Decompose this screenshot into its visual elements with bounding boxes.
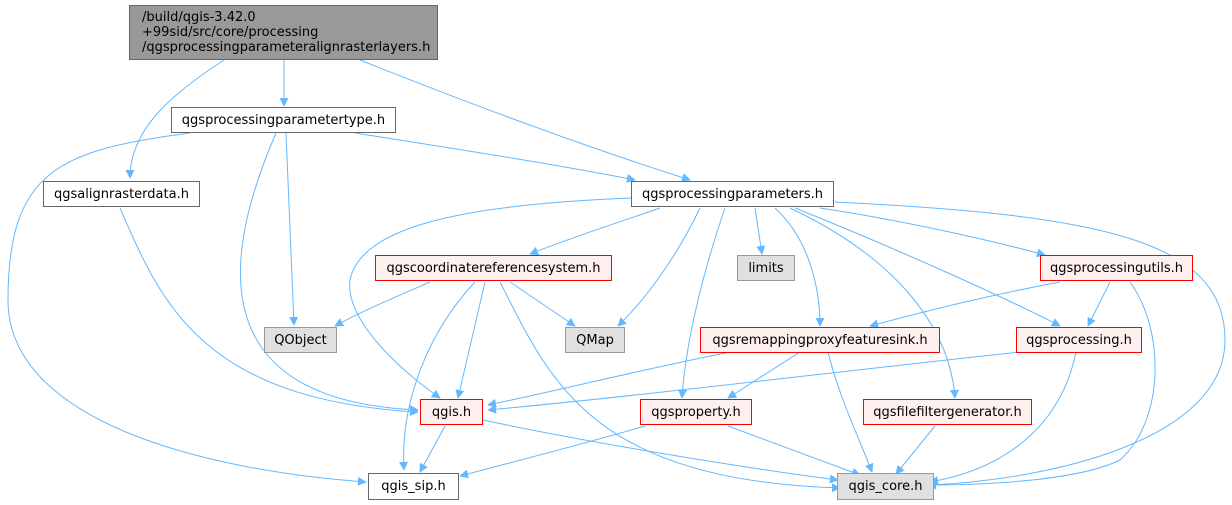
edge-parameters-limits <box>754 207 766 255</box>
edge-parameters-core <box>834 201 1226 490</box>
node-limits[interactable]: limits <box>737 255 795 281</box>
node-qgsproperty[interactable]: qgsproperty.h <box>640 399 752 425</box>
node-qgis-core[interactable]: qgis_core.h <box>837 473 934 500</box>
edge-filefilter-core <box>895 425 936 475</box>
node-qgsfilefiltergenerator[interactable]: qgsfilefiltergenerator.h <box>863 399 1032 425</box>
edge-processing-core <box>929 351 1077 486</box>
edge-crs-qmap <box>509 281 576 327</box>
root-path-line-3: /qgsprocessingparameteralignrasterlayers… <box>142 40 431 55</box>
edge-crs-core <box>499 281 841 493</box>
node-qmap[interactable]: QMap <box>565 327 625 353</box>
root-header-node[interactable]: /build/qgis-3.42.0 +99sid/src/core/proce… <box>129 5 438 60</box>
node-qgsremappingproxyfeaturesink[interactable]: qgsremappingproxyfeaturesink.h <box>700 327 940 353</box>
edge-parameters-qgis <box>349 197 633 399</box>
edge-crs-sip <box>399 281 476 471</box>
node-qgsprocessingparameters[interactable]: qgsprocessingparameters.h <box>631 181 834 207</box>
edge-crs-qobject <box>334 281 431 327</box>
edge-parameters-property <box>678 207 726 399</box>
node-qobject[interactable]: QObject <box>264 327 337 353</box>
edge-processing-qgis <box>487 350 1031 414</box>
edge-parameters-crs <box>529 207 661 256</box>
edge-alignraster-qgis <box>119 207 419 417</box>
edge-property-sip <box>459 425 646 479</box>
edge-qgis-sip <box>419 425 446 473</box>
root-path-line-2: +99sid/src/core/processing <box>142 25 319 40</box>
edge-remap-qgis <box>487 351 731 408</box>
node-qgsprocessingutils[interactable]: qgsprocessingutils.h <box>1040 255 1193 281</box>
edge-remap-core <box>827 351 874 473</box>
edge-paramtype-qgis <box>239 132 419 415</box>
node-qgis-sip[interactable]: qgis_sip.h <box>368 473 459 500</box>
edge-crs-qgis <box>455 281 486 399</box>
edge-parameters-filefilter <box>789 207 959 399</box>
node-qgis[interactable]: qgis.h <box>420 399 483 425</box>
edge-parameters-qmap <box>617 207 701 327</box>
edge-paramtype-sip <box>7 132 367 486</box>
edge-root-alignraster <box>125 59 225 179</box>
edge-parameters-remap <box>774 207 825 327</box>
node-qgscoordinatereferencesystem[interactable]: qgscoordinatereferencesystem.h <box>375 255 612 281</box>
edge-root-parameters <box>359 59 691 182</box>
root-path-line-1: /build/qgis-3.42.0 <box>142 10 256 25</box>
node-qgsalignrasterdata[interactable]: qgsalignrasterdata.h <box>43 181 200 207</box>
edge-paramtype-qobject <box>285 132 299 326</box>
edge-remap-property <box>727 351 801 399</box>
node-qgsprocessing[interactable]: qgsprocessing.h <box>1016 327 1142 353</box>
edge-parameters-procutils <box>819 207 1046 258</box>
edge-procutils-core <box>927 281 1156 490</box>
edge-parameters-processing <box>794 207 1061 327</box>
edge-procutils-remap <box>869 281 1061 329</box>
edge-procutils-processing <box>1087 281 1111 327</box>
node-qgsprocessingparametertype[interactable]: qgsprocessingparametertype.h <box>171 107 396 133</box>
edge-property-core <box>727 425 861 477</box>
edge-paramtype-parameters <box>354 132 636 183</box>
edge-qgis-core <box>482 419 839 484</box>
